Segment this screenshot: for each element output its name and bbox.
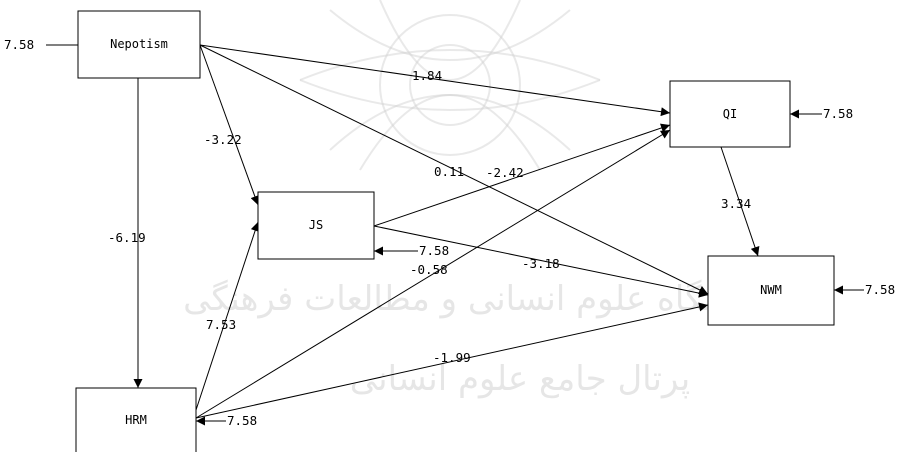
path-nepotism-js <box>199 44 260 206</box>
path-js-qi <box>373 123 671 227</box>
path-hrm-js <box>195 221 260 411</box>
node-js-label: JS <box>309 218 323 232</box>
path-hrm-nwm <box>195 302 709 419</box>
error-value-qi: 7.58 <box>823 106 853 121</box>
path-nepotism-qi <box>199 44 671 117</box>
error-value-nepotism: 7.58 <box>4 37 34 52</box>
node-nepotism-box <box>77 10 201 79</box>
path-js-nwm <box>373 225 709 298</box>
node-hrm-label: HRM <box>125 413 147 427</box>
watermark-ornament <box>299 0 601 171</box>
coef-nepotism-qi: 1.84 <box>412 68 442 83</box>
coef-js-nwm: -3.18 <box>522 256 560 271</box>
watermark-text-1: پژوهشگاه علوم انسانی و مطالعات فرهنگی <box>183 279 797 319</box>
coef-hrm-js: 7.53 <box>206 317 236 332</box>
error-value-js: 7.58 <box>419 243 449 258</box>
path-hrm-qi <box>195 129 671 419</box>
coef-nepotism-js: -3.22 <box>204 132 242 147</box>
path-nepotism-nwm <box>199 44 709 295</box>
coef-hrm-qi: -0.58 <box>410 262 448 277</box>
error-value-nwm: 7.58 <box>865 282 895 297</box>
node-nepotism-label: Nepotism <box>110 37 168 51</box>
path-qi-nwm <box>720 146 760 257</box>
node-hrm-box <box>75 387 197 452</box>
coef-nepotism-nwm: 0.11 <box>434 164 464 179</box>
node-qi-label: QI <box>723 107 737 121</box>
error-value-hrm: 7.58 <box>227 413 257 428</box>
coef-js-qi: -2.42 <box>486 165 524 180</box>
node-nwm-label: NWM <box>760 283 782 297</box>
watermark-text-2: پرتال جامع علوم انسانی <box>350 359 690 399</box>
coef-hrm-nwm: -1.99 <box>433 350 471 365</box>
node-nwm-box <box>707 255 835 326</box>
node-js-box <box>257 191 375 260</box>
node-qi-box <box>669 80 791 148</box>
coef-nepotism-hrm: -6.19 <box>108 230 146 245</box>
coef-qi-nwm: 3.34 <box>721 196 751 211</box>
